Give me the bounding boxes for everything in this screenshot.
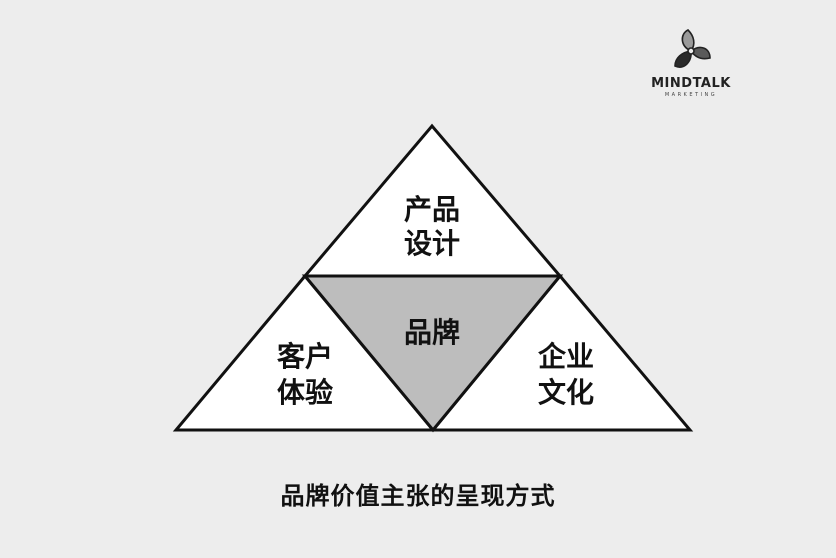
pinwheel-logo-icon xyxy=(674,29,711,68)
logo-subtitle: MARKETING xyxy=(664,92,718,98)
left-label-line1: 客户 xyxy=(277,340,333,373)
center-label: 品牌 xyxy=(404,316,460,349)
left-label-line2: 体验 xyxy=(277,376,333,409)
logo-name: MINDTALK xyxy=(651,76,731,91)
right-label-line1: 企业 xyxy=(538,340,594,373)
top-label-line2: 设计 xyxy=(404,227,460,260)
center-triangle xyxy=(301,274,564,433)
right-label-line2: 文化 xyxy=(538,376,594,409)
diagram-caption: 品牌价值主张的呈现方式 xyxy=(280,482,556,510)
brand-logo: MINDTALK MARKETING xyxy=(646,28,736,98)
top-label-line1: 产品 xyxy=(404,193,460,226)
